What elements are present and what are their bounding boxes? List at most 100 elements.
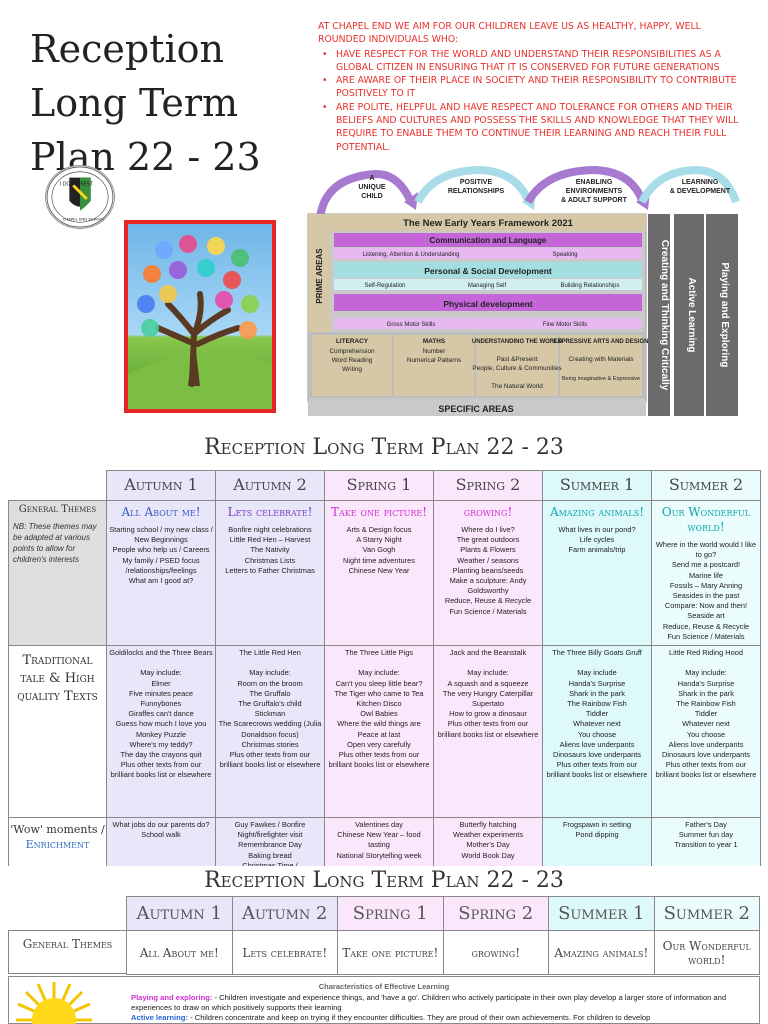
term-header: Summer 2 [653,896,760,931]
enrichment-label: Enrichment [25,838,90,851]
theme-title: Amazing animals! [549,505,645,519]
cell-text: Frogspawn in setting Pond dipping [562,820,632,840]
world-item: People, Culture & Communities [472,365,561,372]
table-cell: All About me! Starting school / my new cl… [106,500,216,646]
coel-playing: Playing and exploring: - Children invest… [131,993,751,1013]
cell-text: What jobs do our parents do? School walk [112,820,210,840]
long-term-plan-table: Autumn 1 Autumn 2 Spring 1 Spring 2 Summ… [8,470,761,873]
logo-text-bottom: CHAPEL END SCHOOL [63,216,106,221]
cell-text: Jack and the Beanstalk May include: A sq… [437,648,539,739]
table-cell: growing!Where do I live? The great outdo… [433,500,543,646]
intro-bullet: are aware of their place in society and … [318,74,743,101]
cell-text: The Three Billy Goats Gruff May include … [546,648,648,780]
arts-item: Creating with Materials [569,356,634,363]
table-cell: Guy Fawkes / Bonfire Night/firefighter v… [215,816,325,873]
specific-understanding-world: UNDERSTANDING THE WORLD [472,339,563,345]
specific-areas-label: SPECIFIC AREAS [438,404,513,414]
specific-literacy: LITERACY [336,338,369,345]
cell-text: Where do I live? The great outdoors Plan… [444,525,532,616]
tree-illustration [128,235,272,409]
nb-text: These themes may be adapted at various p… [13,522,97,564]
table-row: All About me! Lets celebrate! Take one p… [126,930,760,975]
coel-play-text: - Children investigate and experience th… [131,993,727,1012]
hand-tree-image [124,220,276,413]
table-cell: Butterfly hatching Weather experiments M… [433,816,543,873]
theme-cell: Our Wonderful world! [653,930,760,975]
table-cell: Our Wonderful world!Where in the world w… [651,500,761,646]
table-header-row: Autumn 1 Autumn 2 Spring 1 Spring 2 Summ… [126,896,760,931]
themes-note: NB: These themes may be adapted at vario… [10,517,106,569]
cell-text: Guy Fawkes / Bonfire Night/firefighter v… [234,820,306,870]
theme-cell: Amazing animals! [548,930,655,975]
literacy-item: Word Reading [332,357,373,364]
row-label-wow: 'Wow' moments / Enrichment [8,816,107,873]
prime-psed: Personal & Social Development [424,266,552,276]
literacy-item: Comprehension [329,348,375,355]
nb-prefix: NB: [13,522,27,531]
characteristics-panel: Characteristics of Effective Learning Pl… [8,976,760,1024]
intro-bullets: have respect for the world and understan… [318,48,743,154]
cell-text: Father's Day Summer fun day Transition t… [674,820,738,850]
general-themes-label: General Themes [8,930,126,974]
coel-active-text: - Children concentrate and keep on tryin… [187,1013,651,1022]
intro-bullet: have respect for the world and understan… [318,48,743,75]
header-corner [8,470,107,501]
maths-item: Numerical Patterns [407,357,461,364]
table-row: 'Wow' moments / Enrichment What jobs do … [8,816,761,873]
table-cell: Lets celebrate!Bonfire night celebration… [215,500,325,646]
cell-text: Bonfire night celebrations Little Red He… [225,525,315,575]
theme-cell: Lets celebrate! [231,930,338,975]
term-header: Summer 1 [542,470,652,501]
cell-text: Where in the world would I like to go? S… [655,540,757,641]
page-title: Reception Long Term Plan 22 - 23 [30,27,261,179]
sub-gross-motor: Gross Motor Skills [387,322,436,328]
term-header: Spring 2 [433,470,543,501]
specific-expressive-arts: EXPRESSIVE ARTS AND DESIGN [554,339,649,345]
term-header: Spring 1 [337,896,444,931]
cell-text: Starting school / my new class / New Beg… [109,525,213,586]
arts-item: Being imaginative & Expressive [562,376,640,382]
row-label-texts: Traditional tale & High quality Texts [8,645,107,818]
prime-areas-label: PRIME AREAS [315,248,324,304]
table-cell: Amazing animals!What lives in our pond? … [542,500,652,646]
sub-listening: Listening, Attention & Understanding [362,252,459,258]
sub-fine-motor: Fine Motor Skills [543,322,587,328]
table-cell: Valentines day Chinese New Year – food t… [324,816,434,873]
intro-lead: At Chapel End we aim for our children le… [318,21,701,46]
theme-cell: All About me! [126,930,233,975]
side-label-critical-thinking: Creating and Thinking Critically [659,240,670,391]
school-logo: I DO MY BEST CHAPEL END SCHOOL [45,165,115,229]
cell-text: Arts & Design focus A Starry Night Van G… [343,525,415,575]
wow-label: 'Wow' moments / [10,823,105,836]
themes-summary-table: Autumn 1 Autumn 2 Spring 1 Spring 2 Summ… [126,896,760,975]
term-header: Spring 2 [442,896,549,931]
term-header: Autumn 1 [126,896,233,931]
section-title: Reception Long Term Plan 22 - 23 [204,435,564,460]
intro-text: At Chapel End we aim for our children le… [318,20,743,154]
maths-item: Number [423,348,447,355]
table-cell: Take one picture! Arts & Design focus A S… [324,500,434,646]
theme-title: All About me! [121,505,201,519]
theme-cell: Take one picture! [337,930,444,975]
coel-play-label: Playing and exploring: [131,993,213,1002]
cell-text: Butterfly hatching Weather experiments M… [452,820,524,860]
logo-text-top: I DO MY BEST [60,181,93,187]
coel-active: Active learning: - Children concentrate … [131,1013,751,1023]
table-cell: Father's Day Summer fun day Transition t… [651,816,761,873]
world-item: The Natural World [491,383,543,390]
sun-illustration [16,982,92,1024]
sub-speaking: Speaking [552,252,577,258]
term-header: Autumn 2 [215,470,325,501]
coel-active-label: Active learning: [131,1013,188,1022]
sub-self-regulation: Self-Regulation [364,283,405,289]
theme-title: Take one picture! [330,505,428,519]
sub-relationships: Building Relationships [560,283,619,289]
table-cell: Frogspawn in setting Pond dipping [542,816,652,873]
table-header-row: Autumn 1 Autumn 2 Spring 1 Spring 2 Summ… [8,470,761,501]
theme-cell: growing! [442,930,549,975]
table-row: General Themes NB: These themes may be a… [8,500,761,646]
